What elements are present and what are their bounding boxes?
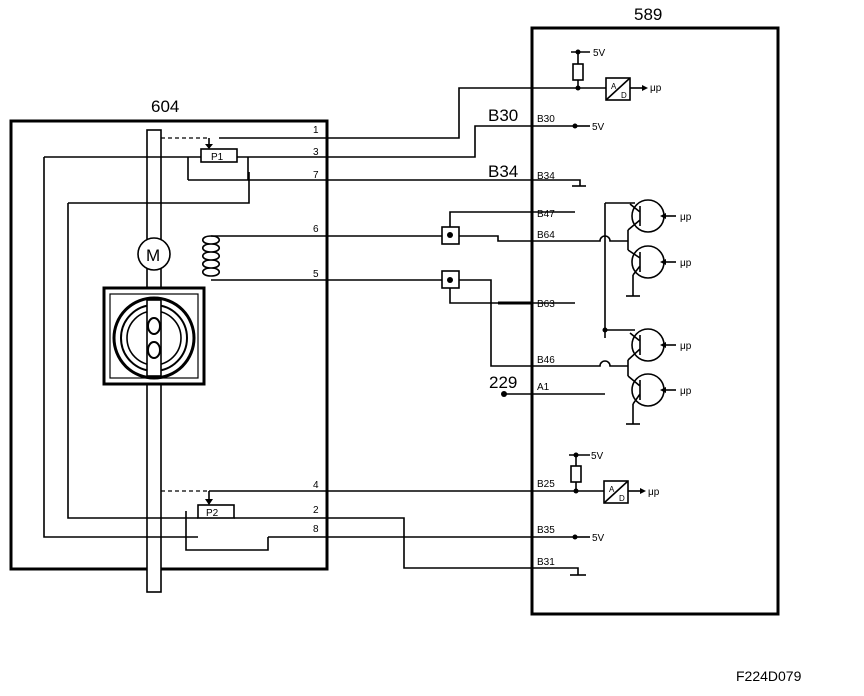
supply-5v-b35: 5V <box>592 533 605 544</box>
module-589-label: 589 <box>634 5 662 24</box>
pullup-resistor-bottom <box>570 465 582 483</box>
connector-b63: B63 <box>537 299 555 310</box>
micro-label-6: μp <box>648 487 660 498</box>
micro-label-5: μp <box>680 386 692 397</box>
transistor-t3 <box>631 328 665 362</box>
module-604-frame <box>9 119 329 571</box>
pin-7: 7 <box>313 170 319 181</box>
potentiometer-p1 <box>200 148 238 163</box>
wire-label-b30: B30 <box>488 106 518 125</box>
connector-b34: B34 <box>537 171 555 182</box>
pin-4: 4 <box>313 480 319 491</box>
module-604-label: 604 <box>151 97 179 116</box>
connector-b30: B30 <box>537 114 555 125</box>
svg-text:A: A <box>611 82 617 91</box>
pot-p1-label: P1 <box>211 152 224 163</box>
micro-label-4: μp <box>680 341 692 352</box>
transistor-t2 <box>631 245 665 279</box>
pullup-resistor-top <box>572 63 584 81</box>
connector-b47: B47 <box>537 209 555 220</box>
pot-p2-label: P2 <box>206 508 219 519</box>
supply-5v-bottom: 5V <box>591 451 604 462</box>
connector-a1: A1 <box>537 382 550 393</box>
pin-2: 2 <box>313 505 319 516</box>
connector-b46: B46 <box>537 355 555 366</box>
svg-text:A: A <box>609 485 615 494</box>
micro-label-1: μp <box>650 83 662 94</box>
transistor-t4 <box>631 373 665 407</box>
motor-symbol <box>137 237 171 271</box>
gear-pin-lower <box>147 341 161 359</box>
gear-pin-upper <box>147 317 161 335</box>
solenoid-coil <box>201 235 221 277</box>
figure-code: F224D079 <box>736 668 802 684</box>
pin-1: 1 <box>313 125 319 136</box>
wire-label-229: 229 <box>489 373 517 392</box>
svg-text:D: D <box>621 91 627 100</box>
module-589-frame <box>530 26 780 616</box>
wire-label-b34: B34 <box>488 162 518 181</box>
svg-text:D: D <box>619 494 625 503</box>
micro-label-3: μp <box>680 258 692 269</box>
pin-5: 5 <box>313 269 319 280</box>
potentiometer-p2 <box>197 504 235 519</box>
motor-label: M <box>146 246 160 265</box>
pin-6: 6 <box>313 224 319 235</box>
pin-8: 8 <box>313 524 319 535</box>
pin-3: 3 <box>313 147 319 158</box>
supply-5v-top: 5V <box>593 48 606 59</box>
transistor-t1 <box>631 199 665 233</box>
connector-b31: B31 <box>537 557 555 568</box>
micro-label-2: μp <box>680 212 692 223</box>
connector-b35: B35 <box>537 525 555 536</box>
connector-b25: B25 <box>537 479 555 490</box>
connector-b64: B64 <box>537 230 555 241</box>
supply-5v-b30: 5V <box>592 122 605 133</box>
